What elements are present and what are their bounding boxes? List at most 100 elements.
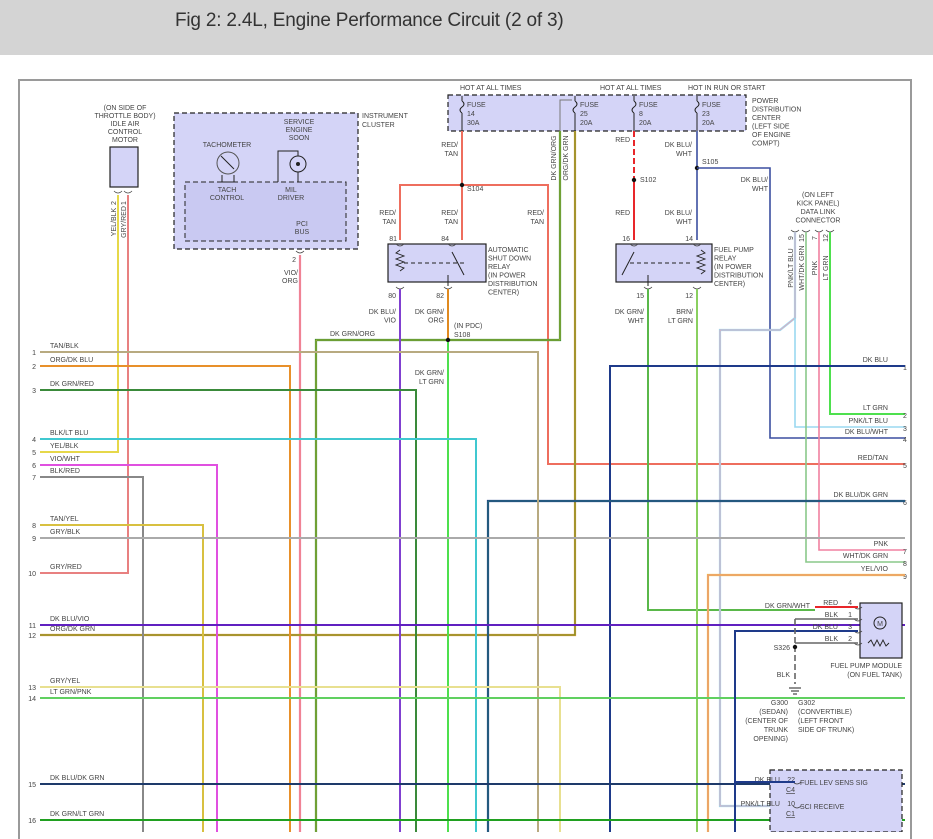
pdc-label: (LEFT SIDE	[752, 124, 790, 131]
fuel-pump-relay-label: DISTRIBUTION	[714, 273, 763, 280]
wire-label: WHT	[676, 219, 693, 226]
instrument-cluster-label: INSTRUMENT	[362, 113, 409, 120]
diagram-frame	[18, 79, 912, 839]
wire-label: WHT/DK GRN	[843, 553, 888, 560]
wire-label: RED/	[527, 210, 544, 217]
g300-label: TRUNK	[764, 727, 788, 734]
pin-number: 5	[903, 463, 907, 470]
g300-label: (SEDAN)	[759, 709, 788, 716]
tachometer-needle	[220, 155, 235, 170]
wire-label: TAN/BLK	[50, 343, 79, 350]
pin-number: 7	[32, 475, 36, 482]
g300-label: (CENTER OF	[745, 718, 788, 725]
wire-dk-blu-wht	[697, 167, 905, 439]
signal-label: SCI RECEIVE	[800, 804, 845, 811]
fuse-icon	[694, 100, 700, 114]
connector-icon	[825, 229, 835, 233]
wire-label: LT GRN	[419, 379, 444, 386]
pin-number: 9	[903, 574, 907, 581]
wire-label: WHT	[628, 318, 645, 325]
wire-label: VIO/	[284, 270, 298, 277]
connector-icon	[814, 229, 824, 233]
fuse-number: 25	[580, 111, 588, 118]
pin-number: 7	[903, 549, 907, 556]
wire-yel-vio-stripe	[707, 574, 905, 832]
pin-number: 14	[28, 696, 36, 703]
tachometer-icon	[216, 151, 240, 175]
wire-label: TAN	[383, 219, 396, 226]
pin-number: 7	[812, 236, 819, 240]
splice-label: S108	[454, 332, 470, 339]
fuse-number: 14	[467, 111, 475, 118]
dlc-label: CONNECTOR	[796, 218, 841, 225]
wire-label: PNK/LT BLU	[741, 801, 780, 808]
g302-label: G302	[798, 700, 815, 707]
splice-label: S105	[702, 159, 718, 166]
wire-org-dk-grn-stripe	[40, 131, 576, 636]
wire-label: DK BLU/DK GRN	[50, 775, 104, 782]
wire-label: DK BLU/	[741, 177, 768, 184]
figure-header: Fig 2: 2.4L, Engine Performance Circuit …	[0, 0, 933, 55]
pcm-box	[769, 769, 903, 832]
connector-icon	[692, 243, 702, 247]
wire-label: YEL/BLK	[50, 443, 79, 450]
mil-driver-label: MIL	[285, 187, 297, 194]
relay-coil-icon	[394, 249, 406, 272]
wire-label: BLK/RED	[50, 468, 80, 475]
wire-label: DK GRN/RED	[50, 381, 94, 388]
pin-number: 2	[848, 636, 852, 643]
hot-label: HOT AT ALL TIMES	[460, 85, 522, 92]
pci-bus-label: BUS	[295, 229, 310, 236]
wire-wht-dk-grn	[805, 232, 905, 563]
wire-label: RED	[615, 210, 630, 217]
pin-number: 11	[29, 623, 36, 630]
wire-label: DK GRN/ORG	[330, 331, 375, 338]
splice-note: (IN PDC)	[454, 323, 482, 330]
wire-label: DK GRN/	[415, 370, 444, 377]
fuse-rating: 20A	[702, 120, 715, 127]
wire-pnk	[818, 232, 905, 551]
pin-number: 14	[685, 236, 693, 243]
pin-number: 8	[903, 561, 907, 568]
pin-number: 4	[848, 600, 852, 607]
pin-number: 1	[32, 350, 36, 357]
wire-label: VIO	[384, 318, 397, 325]
splice-s102	[631, 177, 637, 183]
wire-dk-blu-dk-grn-stripe	[487, 500, 905, 832]
pin-number: 13	[28, 685, 36, 692]
pdc-label: DISTRIBUTION	[752, 107, 801, 114]
pin-number: 84	[441, 236, 449, 243]
wire-label: ORG/DK GRN	[50, 626, 95, 633]
wire-label: DK GRN/WHT	[765, 603, 811, 610]
fuse-label: FUSE	[467, 102, 486, 109]
pin-number: 1	[121, 201, 128, 205]
asd-relay-label: SHUT DOWN	[488, 256, 531, 263]
wire-pnk-lt-blu	[794, 318, 905, 428]
wire-label: DK GRN/	[615, 309, 644, 316]
dlc-label: KICK PANEL)	[796, 201, 839, 208]
splice-label: S102	[640, 177, 656, 184]
service-engine-soon-label: SOON	[289, 135, 310, 142]
fuse-rating: 20A	[639, 120, 652, 127]
pin-number: 4	[903, 437, 907, 444]
mil-lamp-filament	[296, 162, 300, 166]
wire-label: VIO/WHT	[50, 456, 81, 463]
wire-label: BLK	[777, 672, 791, 679]
ground-icon	[789, 687, 801, 695]
signal-label: FUEL LEV SENS SIG	[800, 780, 868, 787]
wire-label: ORG/DK BLU	[50, 357, 93, 364]
tach-control-label: CONTROL	[210, 195, 244, 202]
wire-label: LT GRN/PNK	[50, 689, 92, 696]
pin-number: 1	[848, 612, 852, 619]
wire-label: WHT/DK GRN	[799, 245, 806, 290]
tach-control-label: TACH	[218, 187, 237, 194]
connector-label: C4	[786, 787, 795, 794]
fuse-icon	[631, 100, 637, 114]
asd-relay-label: RELAY	[488, 264, 511, 271]
asd-relay-box	[387, 243, 487, 283]
wire-yel-blk	[40, 195, 119, 453]
pin-number: 3	[848, 624, 852, 631]
connector-icon	[113, 190, 123, 194]
wire-label: TAN/YEL	[50, 516, 79, 523]
pin-number: 6	[32, 463, 36, 470]
